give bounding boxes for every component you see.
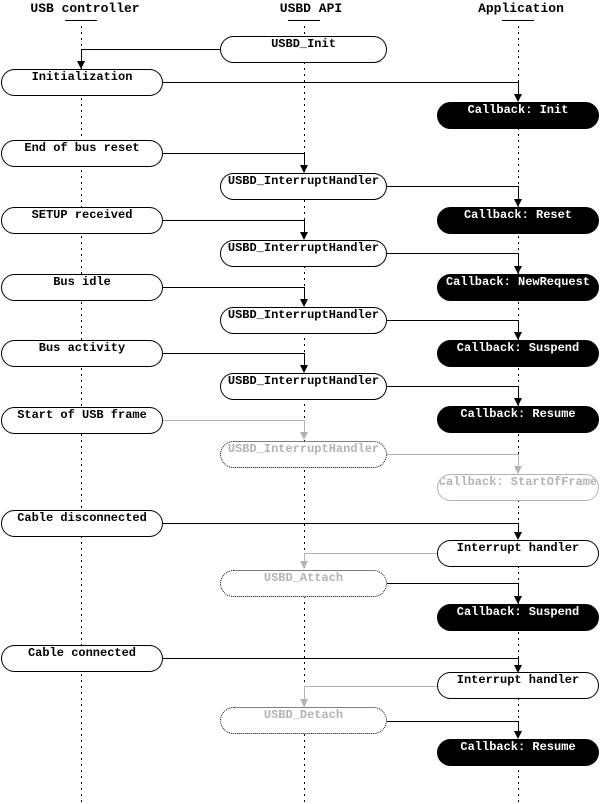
arrowhead-down	[514, 731, 522, 739]
connector-line	[387, 320, 518, 321]
lifeline-usbd-api	[304, 26, 305, 802]
connector-line-inactive	[304, 553, 437, 554]
api-call-interrupt-handler-1: USBD_InterruptHandler	[220, 173, 387, 200]
connector-line-inactive	[387, 454, 518, 455]
arrowhead-down-inactive	[300, 699, 308, 707]
connector-line	[387, 253, 518, 254]
connector-line-inactive	[304, 553, 305, 561]
api-call-usbd-init: USBD_Init	[220, 36, 387, 63]
arrowhead-down	[514, 332, 522, 340]
callback-box-newrequest: Callback: NewRequest	[437, 274, 599, 301]
event-box-setup-received: SETUP received	[1, 207, 163, 234]
arrowhead-down	[514, 266, 522, 274]
arrowhead-down	[514, 596, 522, 604]
callback-box-startofframe-inactive: Callback: StartOfFrame	[437, 474, 599, 501]
connector-line	[304, 353, 305, 365]
arrowhead-down	[514, 94, 522, 102]
connector-line-inactive	[163, 420, 304, 421]
connector-line-inactive	[304, 686, 437, 687]
event-box-cable-disconnected: Cable disconnected	[1, 510, 163, 537]
connector-line	[163, 82, 518, 83]
connector-line	[387, 721, 518, 722]
arrowhead-down-inactive	[514, 466, 522, 474]
connector-line	[518, 253, 519, 266]
header-tick-application	[502, 20, 534, 21]
arrowhead-down	[77, 61, 85, 69]
connector-line	[518, 186, 519, 199]
column-header-usbd-api: USBD API	[279, 1, 343, 16]
api-call-usbd-attach-inactive: USBD_Attach	[220, 570, 387, 597]
connector-line	[387, 583, 518, 584]
arrowhead-down-inactive	[300, 432, 308, 440]
connector-line-inactive	[304, 420, 305, 432]
callback-box-init: Callback: Init	[437, 102, 599, 129]
callback-box-resume-2: Callback: Resume	[437, 739, 599, 766]
event-box-end-of-bus-reset: End of bus reset	[1, 140, 163, 167]
connector-line	[163, 353, 304, 354]
connector-line	[518, 583, 519, 596]
arrowhead-down	[514, 532, 522, 540]
arrowhead-down	[300, 165, 308, 173]
connector-line	[81, 49, 82, 62]
arrowhead-down	[300, 299, 308, 307]
connector-line	[163, 153, 304, 154]
api-call-usbd-detach-inactive: USBD_Detach	[220, 707, 387, 734]
connector-line	[518, 523, 519, 532]
connector-line	[163, 658, 518, 659]
connector-line	[163, 287, 304, 288]
event-box-start-of-usb-frame: Start of USB frame	[1, 407, 163, 434]
arrowhead-down-inactive	[300, 561, 308, 569]
connector-line	[518, 658, 519, 665]
api-call-interrupt-handler-inactive: USBD_InterruptHandler	[220, 441, 387, 468]
event-box-cable-connected: Cable connected	[1, 645, 163, 672]
connector-line	[304, 287, 305, 299]
event-box-initialization: Initialization	[1, 69, 163, 96]
arrowhead-down	[514, 665, 522, 673]
connector-line	[518, 721, 519, 731]
callback-box-reset: Callback: Reset	[437, 207, 599, 234]
connector-line	[304, 153, 305, 166]
arrowhead-down	[514, 199, 522, 207]
connector-line	[81, 49, 220, 50]
callback-box-resume: Callback: Resume	[437, 406, 599, 433]
arrowhead-down	[514, 398, 522, 406]
api-call-interrupt-handler-3: USBD_InterruptHandler	[220, 307, 387, 334]
column-header-application: Application	[478, 1, 564, 16]
event-box-bus-activity: Bus activity	[1, 340, 163, 367]
callback-box-suspend-2: Callback: Suspend	[437, 604, 599, 631]
connector-line	[518, 320, 519, 332]
header-tick-usbd-api	[288, 20, 320, 21]
api-call-interrupt-handler-4: USBD_InterruptHandler	[220, 373, 387, 400]
connector-line	[387, 186, 518, 187]
arrowhead-down	[300, 232, 308, 240]
connector-line-inactive	[304, 686, 305, 699]
connector-line-inactive	[518, 454, 519, 466]
connector-line	[387, 386, 518, 387]
column-header-usb-controller: USB controller	[30, 1, 140, 16]
connector-line	[518, 386, 519, 398]
header-tick-usb-controller	[65, 20, 97, 21]
api-call-interrupt-handler-2: USBD_InterruptHandler	[220, 240, 387, 267]
handler-box-interrupt-2: Interrupt handler	[437, 672, 599, 699]
handler-box-interrupt-1: Interrupt handler	[437, 540, 599, 567]
event-box-bus-idle: Bus idle	[1, 274, 163, 301]
connector-line	[163, 523, 518, 524]
connector-line	[304, 220, 305, 232]
arrowhead-down	[300, 365, 308, 373]
callback-box-suspend: Callback: Suspend	[437, 340, 599, 367]
connector-line	[163, 220, 304, 221]
connector-line	[518, 82, 519, 95]
